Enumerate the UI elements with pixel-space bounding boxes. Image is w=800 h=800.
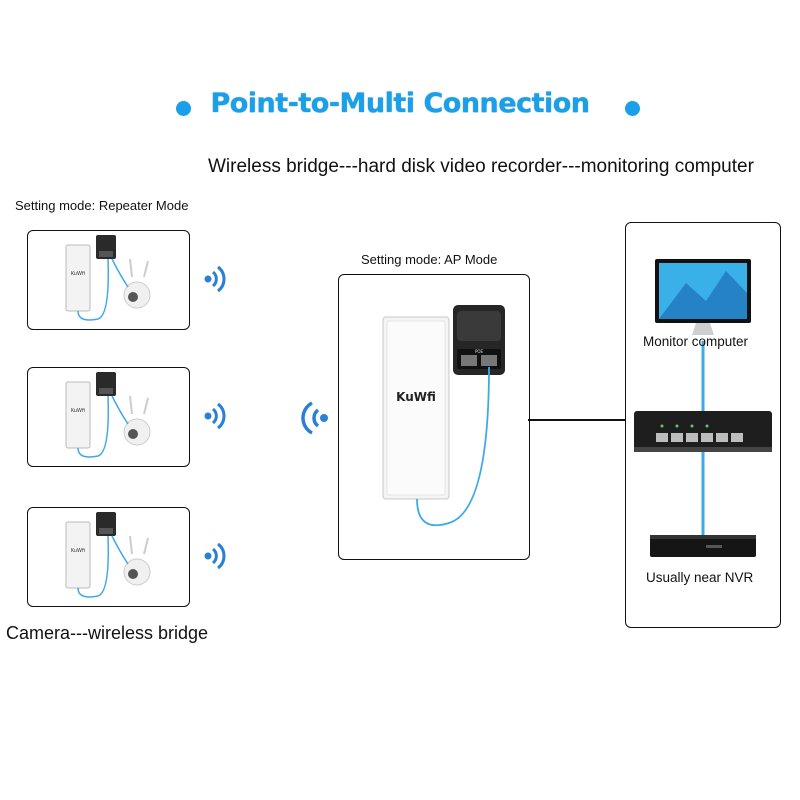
camera-lens bbox=[128, 292, 138, 302]
cable bbox=[111, 395, 129, 425]
cable bbox=[77, 535, 110, 598]
ap-mode-label: Setting mode: AP Mode bbox=[361, 252, 498, 267]
nvr-device bbox=[650, 535, 756, 557]
ap-bridge-face bbox=[386, 320, 446, 496]
cable bbox=[77, 258, 110, 321]
ap-cable bbox=[416, 366, 490, 527]
switch-ports bbox=[656, 433, 743, 442]
wifi-signal-icon bbox=[204, 542, 226, 570]
camera-lens bbox=[128, 429, 138, 439]
wifi-signal-icon bbox=[204, 265, 226, 293]
nvr-label: Usually near NVR bbox=[646, 570, 754, 585]
camera-antenna bbox=[143, 537, 149, 555]
camera-antenna bbox=[129, 395, 133, 415]
repeater-unit-2: KuWfi bbox=[27, 367, 190, 467]
repeater-unit-1-illustration: KuWfi bbox=[65, 235, 151, 321]
camera-antenna bbox=[143, 397, 149, 415]
title-dot-right bbox=[625, 101, 640, 116]
repeater-mode-label: Setting mode: Repeater Mode bbox=[15, 198, 189, 213]
wifi-signal-icon bbox=[204, 402, 226, 430]
poe-port bbox=[99, 388, 113, 394]
bridge-brand: KuWfi bbox=[71, 271, 85, 277]
repeater-unit-3: KuWfi bbox=[27, 507, 190, 607]
backbone-illustration bbox=[634, 259, 772, 557]
cable bbox=[77, 395, 110, 458]
uplink-line bbox=[528, 419, 648, 421]
ap-poe-port bbox=[461, 355, 477, 366]
monitor-label: Monitor computer bbox=[643, 334, 749, 349]
title-dot-left bbox=[176, 101, 191, 116]
bridge-device bbox=[65, 521, 91, 589]
poe-port bbox=[99, 251, 113, 257]
bridge-brand: KuWfi bbox=[71, 408, 85, 414]
nvr-slot bbox=[706, 545, 722, 548]
camera-antenna bbox=[143, 260, 149, 278]
bridge-device bbox=[65, 244, 91, 312]
camera-antenna bbox=[129, 535, 133, 555]
poe-port bbox=[99, 528, 113, 534]
ap-poe-label: POE bbox=[475, 349, 484, 354]
monitor-wallpaper bbox=[659, 271, 747, 319]
nvr-top bbox=[650, 535, 756, 539]
repeater-unit-1: KuWfi bbox=[27, 230, 190, 330]
backbone-panel bbox=[625, 222, 781, 628]
ap-bridge-brand: KuWfi bbox=[396, 390, 436, 404]
cable bbox=[111, 535, 129, 565]
ap-poe-top bbox=[457, 311, 501, 341]
camera-bridge-caption: Camera---wireless bridge bbox=[6, 623, 209, 643]
ap-poe-port bbox=[481, 355, 497, 366]
camera-antenna bbox=[129, 258, 133, 278]
monitor-stand bbox=[692, 323, 714, 335]
repeater-unit-2-illustration: KuWfi bbox=[65, 372, 151, 458]
page-subtitle: Wireless bridge---hard disk video record… bbox=[208, 156, 754, 177]
ap-mode-illustration: KuWfi POE bbox=[382, 305, 505, 527]
cable bbox=[111, 258, 129, 288]
network-switch-base bbox=[634, 447, 772, 452]
camera-lens bbox=[128, 569, 138, 579]
ap-mode-panel: KuWfi POE bbox=[338, 274, 530, 560]
bridge-device bbox=[65, 381, 91, 449]
switch-leds bbox=[660, 424, 709, 428]
repeater-unit-3-illustration: KuWfi bbox=[65, 512, 151, 598]
wifi-signal-icon-incoming bbox=[301, 401, 328, 435]
bridge-brand: KuWfi bbox=[71, 548, 85, 554]
page-title: Point-to-Multi Connection bbox=[210, 88, 590, 119]
network-switch bbox=[634, 411, 772, 451]
